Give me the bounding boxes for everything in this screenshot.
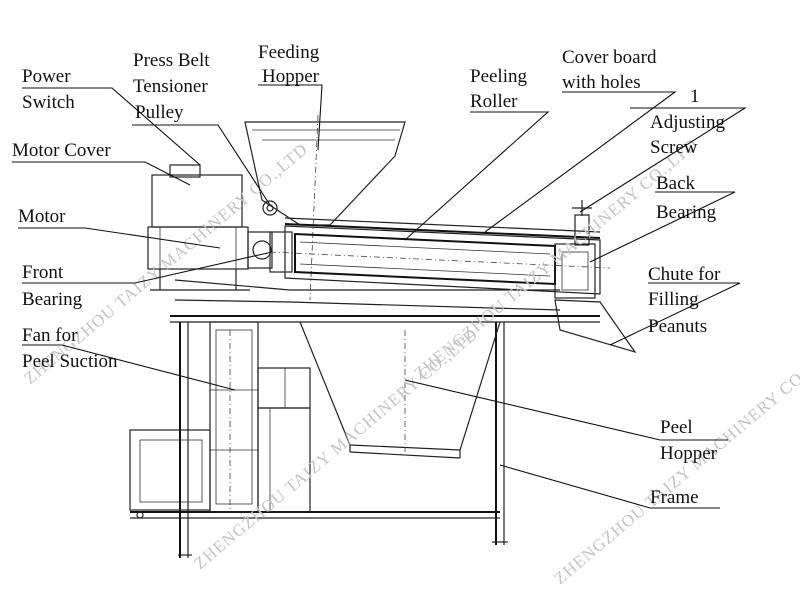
label-peeling-roller: Peeling Roller — [470, 66, 532, 112]
label-motor: Motor — [18, 206, 66, 227]
label-press-belt-tensioner-pulley: Press Belt Tensioner Pulley — [133, 50, 214, 123]
feeding-hopper-drawing — [244, 114, 406, 301]
labels: Power Switch Press Belt Tensioner Pulley… — [12, 42, 730, 508]
label-cover-board: Cover board with holes — [562, 47, 661, 93]
peeling-roller-drawing — [174, 200, 611, 311]
label-peel-hopper: Peel Hopper — [660, 417, 718, 464]
label-chute: Chute for Filling Peanuts — [648, 264, 725, 337]
label-back-bearing: Back Bearing — [656, 173, 717, 223]
label-adjusting-screw: 1 Adjusting Screw — [650, 86, 730, 158]
leader-lines — [12, 84, 747, 509]
label-motor-cover: Motor Cover — [12, 140, 111, 161]
label-fan: Fan for Peel Suction — [22, 325, 118, 372]
label-front-bearing: Front Bearing — [22, 262, 83, 310]
label-feeding-hopper: Feeding Hopper — [258, 42, 324, 87]
peel-hopper-drawing — [299, 321, 501, 459]
machine-drawing — [129, 114, 637, 558]
label-power-switch: Power Switch — [22, 66, 75, 113]
fan-housing — [129, 321, 311, 513]
label-frame: Frame — [650, 487, 699, 508]
chute-drawing — [554, 299, 637, 354]
frame — [130, 315, 600, 558]
